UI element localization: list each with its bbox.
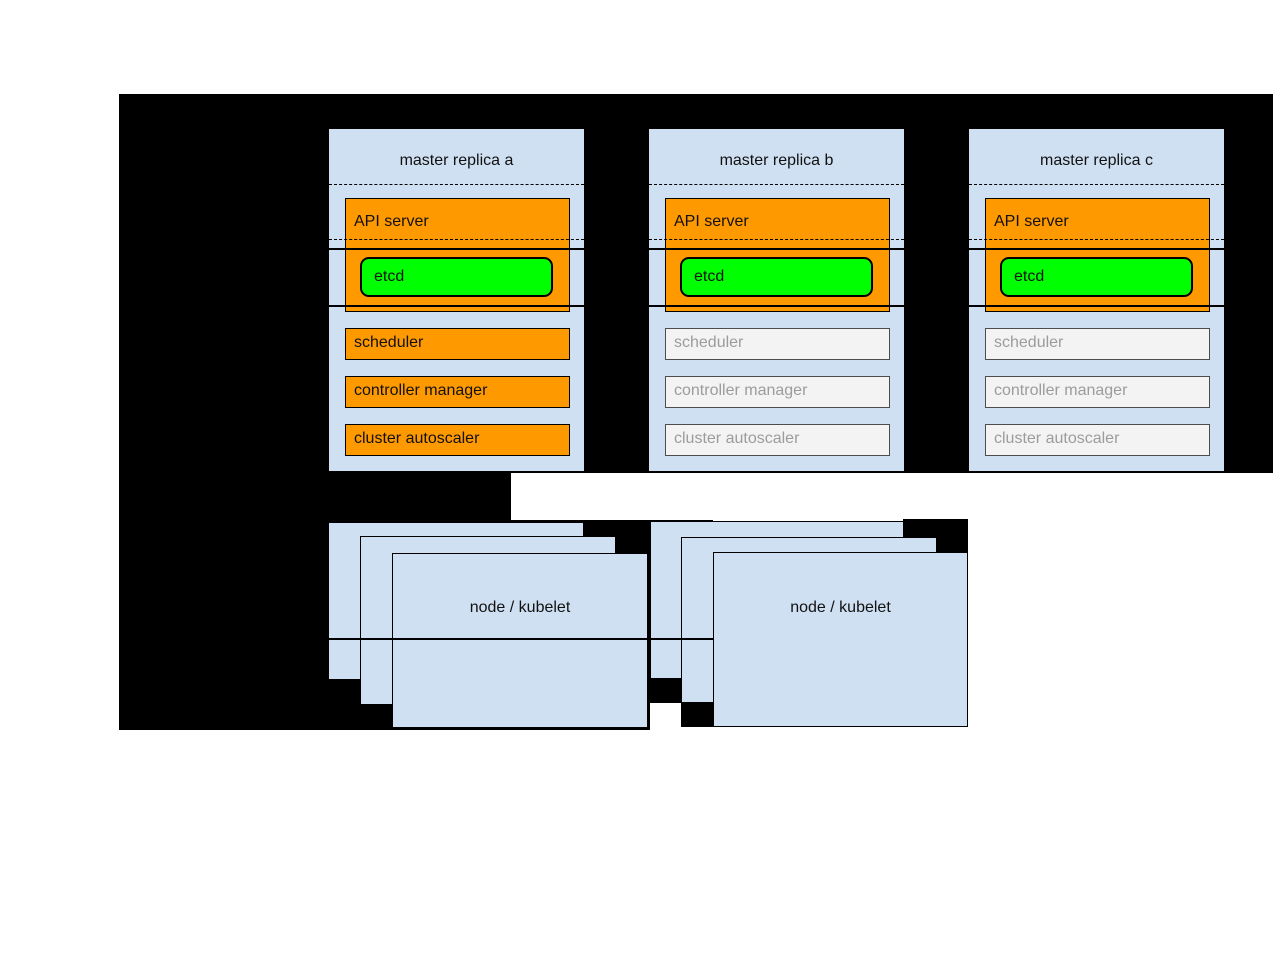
black-backdrop-step [119,473,511,520]
scheduler-box: scheduler [665,328,890,360]
cluster-autoscaler-box: cluster autoscaler [345,424,570,456]
zone-dashed-line-top [649,184,904,185]
node-kubelet-label: node / kubelet [790,599,891,616]
etcd-zone-top-line [649,248,904,250]
zone-dashed-line-top [329,184,584,185]
zone-dashed-line-top [969,184,1224,185]
scheduler-box: scheduler [345,328,570,360]
etcd-box: etcd [360,257,553,297]
etcd-box: etcd [1000,257,1193,297]
zone-dashed-line-bottom [329,239,584,240]
etcd-zone-top-line [329,248,584,250]
master-title: master replica a [399,152,514,169]
master-title: master replica c [1040,152,1153,169]
master-replica-c-box: master replica c API server etcd schedul… [969,129,1224,471]
etcd-label: etcd [1014,268,1045,285]
cluster-autoscaler-box: cluster autoscaler [665,424,890,456]
etcd-box: etcd [680,257,873,297]
node-title-separator-line [329,638,713,640]
master-title: master replica b [719,152,834,169]
zone-dashed-line-bottom [649,239,904,240]
node-stack-1-front [392,553,648,728]
api-server-label: API server [674,213,749,230]
controller-manager-box: controller manager [985,376,1210,408]
controller-manager-box: controller manager [345,376,570,408]
etcd-zone-top-line [969,248,1224,250]
node-kubelet-label: node / kubelet [469,599,571,616]
etcd-zone-bottom-line [969,305,1224,307]
etcd-label: etcd [374,268,405,285]
node-stack-2-front [713,552,968,727]
zone-dashed-line-bottom [969,239,1224,240]
etcd-zone-bottom-line [329,305,584,307]
etcd-zone-bottom-line [649,305,904,307]
master-replica-b-box: master replica b API server etcd schedul… [649,129,904,471]
scheduler-box: scheduler [985,328,1210,360]
cluster-autoscaler-box: cluster autoscaler [985,424,1210,456]
etcd-label: etcd [694,268,725,285]
master-replica-a-box: master replica a API server etcd schedul… [329,129,584,471]
api-server-label: API server [994,213,1069,230]
api-server-label: API server [354,213,429,230]
controller-manager-box: controller manager [665,376,890,408]
